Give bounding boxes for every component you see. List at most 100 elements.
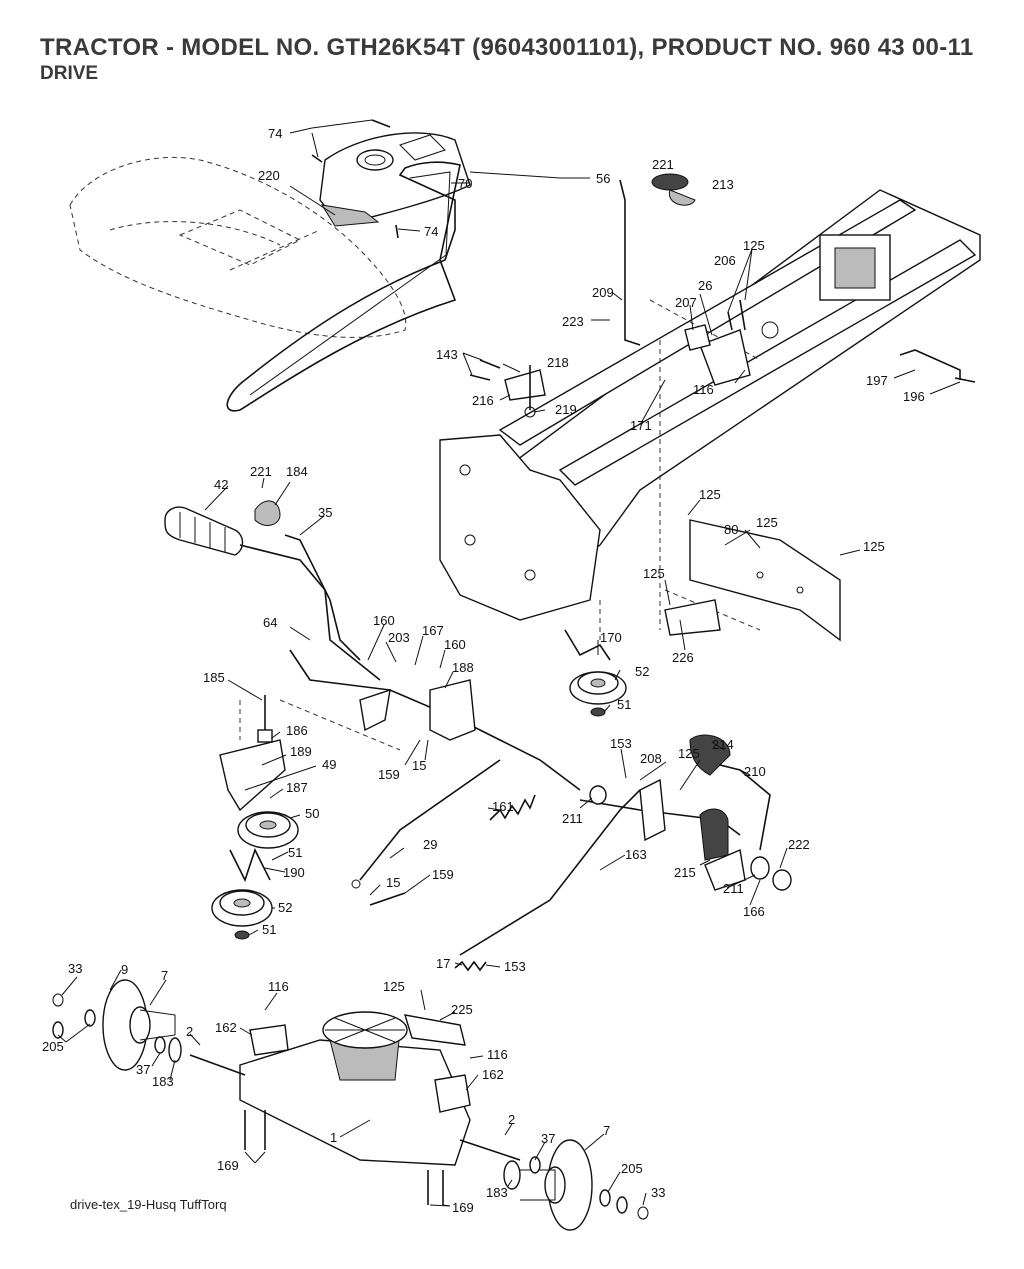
callout-17: 17	[436, 956, 450, 971]
callout-64: 64	[263, 615, 277, 630]
callout-162: 162	[482, 1067, 504, 1082]
bracket-188	[359, 679, 476, 741]
callout-218: 218	[547, 355, 569, 370]
callout-206: 206	[714, 253, 736, 268]
callout-169: 169	[217, 1158, 239, 1173]
callout-221: 221	[250, 464, 272, 479]
rod-35	[284, 534, 361, 661]
callout-185: 185	[203, 670, 225, 685]
callout-leader-lines	[57, 119, 961, 1207]
spring-190	[229, 847, 271, 883]
callout-225: 225	[451, 1002, 473, 1017]
callout-125: 125	[678, 746, 700, 761]
callout-226: 226	[672, 650, 694, 665]
rod-159	[369, 892, 406, 906]
bracket-80	[664, 519, 841, 642]
brake-pedal-assembly	[579, 734, 792, 891]
pulley-52-lower	[211, 889, 273, 940]
callout-42: 42	[214, 477, 228, 492]
callout-51: 51	[617, 697, 631, 712]
callout-219: 219	[555, 402, 577, 417]
callout-50: 50	[305, 806, 319, 821]
knob-184	[254, 500, 281, 526]
washers-left	[52, 993, 166, 1054]
callout-166: 166	[743, 904, 765, 919]
callout-196: 196	[903, 389, 925, 404]
callout-33: 33	[651, 1185, 665, 1200]
callout-116: 116	[268, 979, 289, 994]
callout-197: 197	[866, 373, 888, 388]
section-subtitle: DRIVE	[40, 63, 99, 84]
callout-169: 169	[452, 1200, 474, 1215]
callout-209: 209	[592, 285, 614, 300]
callout-15: 15	[386, 875, 400, 890]
callout-171: 171	[630, 418, 652, 433]
rod-29	[351, 759, 501, 889]
callout-51: 51	[262, 922, 276, 937]
screw-74-top	[311, 119, 399, 239]
callout-125: 125	[756, 515, 778, 530]
callout-162: 162	[215, 1020, 237, 1035]
callout-187: 187	[286, 780, 308, 795]
callout-211: 211	[562, 811, 583, 826]
handle-grip-42	[164, 506, 381, 681]
callout-52: 52	[635, 664, 649, 679]
callout-153: 153	[504, 959, 526, 974]
callout-116: 116	[487, 1047, 508, 1062]
hood-outline	[69, 156, 407, 338]
callout-labels: 74 70 220 74 56 221 213 125 206 209 26 2…	[42, 126, 925, 1215]
callout-52: 52	[278, 900, 292, 915]
callout-74: 74	[424, 224, 438, 239]
callout-211: 211	[723, 881, 744, 896]
tractor-frame	[439, 189, 981, 640]
callout-9: 9	[121, 962, 128, 977]
callout-160: 160	[373, 613, 395, 628]
bolts-169	[244, 1110, 444, 1205]
callout-125: 125	[643, 566, 665, 581]
callout-216: 216	[472, 393, 494, 408]
callout-220: 220	[258, 168, 280, 183]
callout-7: 7	[161, 968, 168, 983]
callout-125: 125	[699, 487, 721, 502]
callout-125: 125	[383, 979, 405, 994]
drive-belt-56	[226, 161, 461, 412]
callout-208: 208	[640, 751, 662, 766]
spring-161	[489, 794, 536, 821]
callout-213: 213	[712, 177, 734, 192]
callout-125: 125	[863, 539, 885, 554]
wheel-hub-7-right	[503, 1139, 593, 1231]
callout-2: 2	[508, 1112, 515, 1127]
callout-167: 167	[422, 623, 444, 638]
callout-1: 1	[330, 1130, 337, 1145]
callout-159: 159	[432, 867, 454, 882]
callout-70: 70	[458, 176, 472, 191]
callout-56: 56	[596, 171, 610, 186]
callout-183: 183	[152, 1074, 174, 1089]
callout-221: 221	[652, 157, 674, 172]
callout-160: 160	[444, 637, 466, 652]
bracket-216	[469, 359, 546, 418]
callout-205: 205	[621, 1161, 643, 1176]
callout-214: 214	[712, 737, 734, 752]
bracket-116	[684, 299, 751, 386]
callout-49: 49	[322, 757, 336, 772]
rod-197	[899, 349, 976, 383]
washers-right	[529, 1156, 649, 1220]
callout-80: 80	[724, 522, 738, 537]
pulley-bracket-49	[219, 695, 401, 812]
callout-143: 143	[436, 347, 458, 362]
callout-116: 116	[693, 382, 714, 397]
callout-33: 33	[68, 961, 82, 976]
pulley-52-upper	[564, 629, 627, 717]
callout-163: 163	[625, 847, 647, 862]
callout-188: 188	[452, 660, 474, 675]
dash-panel-70	[319, 132, 471, 227]
transaxle-1	[189, 1011, 521, 1166]
callout-15: 15	[412, 758, 426, 773]
callout-170: 170	[600, 630, 622, 645]
callout-183: 183	[486, 1185, 508, 1200]
callout-161: 161	[492, 799, 514, 814]
callout-210: 210	[744, 764, 766, 779]
callout-7: 7	[603, 1123, 610, 1138]
